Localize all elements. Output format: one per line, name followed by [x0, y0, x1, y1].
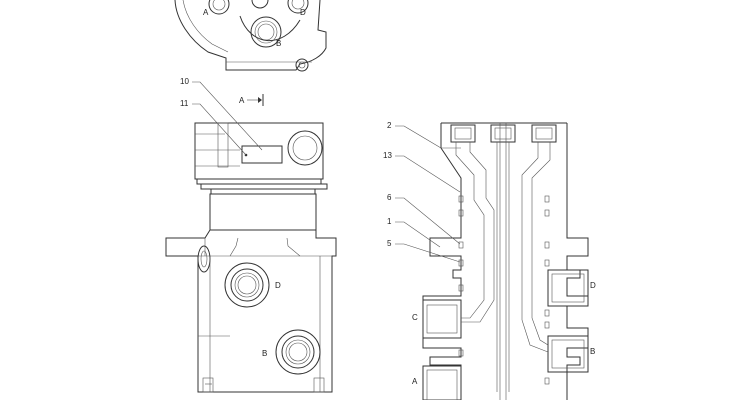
section-port-label-d: D: [590, 281, 596, 290]
callout-13: 13: [383, 151, 392, 160]
section-view: C A D B 2 13 6 1 5: [383, 121, 596, 401]
top-view: A D B: [174, 0, 327, 72]
callout-6: 6: [387, 193, 392, 202]
callout-11: 11: [180, 99, 189, 108]
front-port-label-d: D: [275, 281, 281, 290]
section-port-label-a: A: [412, 377, 418, 386]
callout-5: 5: [387, 239, 392, 248]
section-port-label-b: B: [590, 347, 595, 356]
top-port-label-b: B: [276, 39, 281, 48]
front-view: D B 10 11: [165, 77, 337, 393]
section-arrow: A: [239, 94, 264, 106]
top-port-label-a: A: [203, 8, 209, 17]
top-port-label-d: D: [300, 8, 306, 17]
front-port-label-b: B: [262, 349, 267, 358]
callout-1: 1: [387, 217, 392, 226]
callout-10: 10: [180, 77, 189, 86]
section-port-label-c: C: [412, 313, 418, 322]
callout-2: 2: [387, 121, 392, 130]
section-arrow-label: A: [239, 96, 245, 105]
